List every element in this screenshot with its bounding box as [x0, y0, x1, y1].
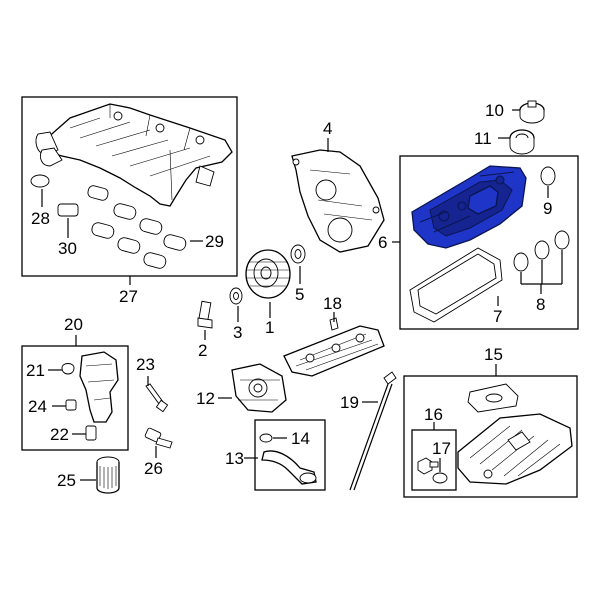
seal-9[interactable]: [540, 166, 556, 186]
oil-pan-gasket-15[interactable]: [467, 383, 519, 413]
callout-23: 23: [136, 355, 155, 374]
callout-27: 27: [119, 287, 138, 306]
callout-16: 16: [424, 405, 443, 424]
intake-gaskets[interactable]: [87, 185, 187, 270]
crank-bolt[interactable]: [197, 300, 213, 329]
dipstick[interactable]: [349, 371, 397, 491]
callout-2: 2: [198, 341, 207, 360]
oil-pan-group: [403, 375, 578, 498]
callout-26: 26: [144, 459, 163, 478]
o-ring-14[interactable]: [259, 433, 273, 443]
plug-24[interactable]: [65, 399, 77, 411]
stud-23[interactable]: [145, 383, 169, 413]
callout-20: 20: [64, 315, 83, 334]
valve-cover-gasket[interactable]: [409, 247, 503, 323]
callout-29: 29: [205, 232, 224, 251]
callout-14: 14: [291, 429, 310, 448]
valve-cover-group: [399, 155, 579, 330]
callout-24: 24: [28, 397, 47, 416]
callout-17: 17: [432, 439, 451, 458]
oil-filter-adapter[interactable]: [79, 351, 119, 423]
callout-19: 19: [340, 393, 359, 412]
oil-pan-box: [403, 375, 578, 498]
seal-8b[interactable]: [534, 240, 550, 260]
callout-13: 13: [225, 449, 244, 468]
oil-pump[interactable]: [231, 363, 287, 413]
callout-labels: 1 2 3 4 5 6 7 8 9 10 11 12 13 14 15 16 1…: [26, 101, 552, 490]
seal-8a[interactable]: [513, 252, 529, 272]
valve-cover[interactable]: [411, 165, 527, 249]
callout-12: 12: [196, 389, 215, 408]
oil-pickup-box: [254, 419, 326, 491]
callout-15: 15: [484, 345, 503, 364]
callout-6: 6: [378, 233, 387, 252]
crank-washer[interactable]: [229, 287, 243, 305]
callout-8: 8: [536, 295, 545, 314]
callout-5: 5: [295, 285, 304, 304]
valve-22[interactable]: [85, 425, 97, 441]
crank-seal[interactable]: [290, 244, 306, 264]
oil-filter-adapter-group: [21, 345, 129, 451]
callout-3: 3: [233, 323, 242, 342]
callout-25: 25: [57, 471, 76, 490]
callout-4: 4: [323, 119, 332, 138]
gasket-30[interactable]: [57, 203, 79, 217]
callout-7: 7: [493, 307, 502, 326]
callout-21: 21: [26, 361, 45, 380]
callout-9: 9: [543, 199, 552, 218]
timing-cover[interactable]: [291, 149, 385, 253]
callout-30: 30: [58, 239, 77, 258]
callout-18: 18: [323, 294, 342, 313]
drain-plug-washer[interactable]: [432, 472, 448, 484]
oil-pan[interactable]: [457, 413, 573, 485]
callout-1: 1: [265, 318, 274, 337]
drain-plug-group: [411, 429, 457, 491]
callout-11: 11: [474, 129, 492, 148]
oil-fill-cap[interactable]: [519, 100, 545, 124]
oil-pressure-sensor[interactable]: [144, 427, 173, 449]
gasket-21[interactable]: [61, 363, 75, 375]
oil-fill-tube[interactable]: [509, 129, 535, 155]
oil-pickup-group: [254, 419, 326, 491]
intake-manifold-group: [21, 96, 238, 285]
oil-filter-adapter-box: [21, 345, 129, 451]
intake-manifold[interactable]: [35, 103, 233, 207]
crank-pulley[interactable]: [245, 249, 291, 299]
callout-28: 28: [31, 209, 50, 228]
callout-10: 10: [485, 101, 504, 120]
seal-8c[interactable]: [554, 230, 570, 250]
o-ring-28[interactable]: [30, 174, 50, 188]
oil-pickup-tube[interactable]: [261, 450, 317, 485]
drain-plug[interactable]: [417, 457, 439, 475]
callout-22: 22: [50, 425, 69, 444]
oil-filter[interactable]: [96, 456, 120, 494]
oil-baffle[interactable]: [283, 317, 385, 377]
